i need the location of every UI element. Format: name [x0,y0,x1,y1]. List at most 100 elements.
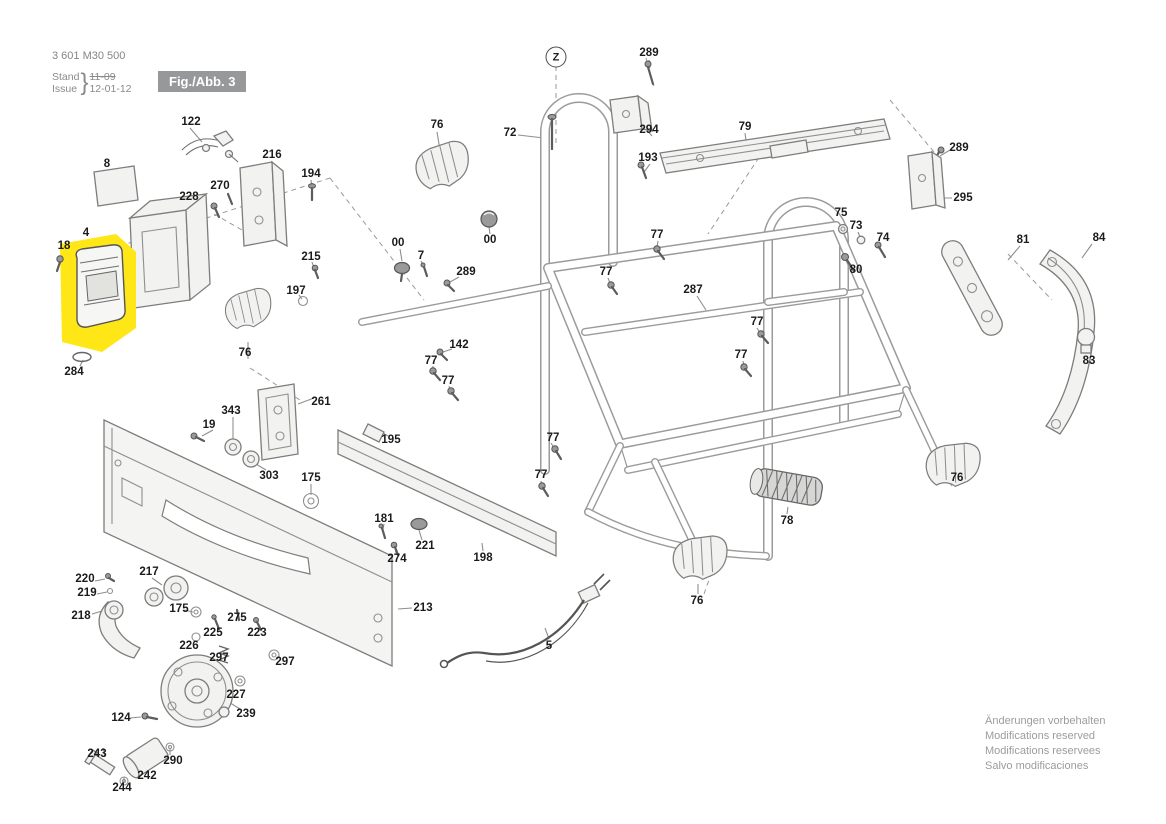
part-label-77: 77 [534,469,548,481]
part-label-244: 244 [112,782,132,794]
part-label-287: 287 [683,284,703,296]
footer-line-es: Salvo modificaciones [985,760,1089,772]
part-142-screw [436,348,449,362]
footer-line-de: Änderungen vorbehalten [985,715,1106,727]
part-19-screw [190,432,206,443]
part-18-screw [55,255,64,273]
part-label-4: 4 [82,227,90,239]
part-label-142: 142 [449,339,469,351]
figure-label: Fig./Abb. 3 [158,71,247,92]
foot-76-left [222,286,274,331]
part-label-8: 8 [103,158,111,170]
document-code: 3 601 M30 500 [52,50,126,62]
part-label-7: 7 [417,250,425,262]
part-label-193: 193 [638,152,658,164]
part-label-76: 76 [238,347,252,359]
part-197-washer [297,295,309,307]
part-label-19: 19 [202,419,216,431]
part-label-289: 289 [639,47,659,59]
part-00-knob-a [393,261,411,283]
part-175-washer-a [302,492,320,510]
part-label-228: 228 [179,191,199,203]
part-79-bar [659,118,891,174]
part-label-18: 18 [57,240,71,252]
part-84-arm [1039,249,1096,435]
part-274-screw [390,541,400,557]
part-198-rail [337,428,557,558]
part-4-highlighted-switch [60,234,136,352]
z-reference-marker: Z [545,46,567,68]
part-195-clip [362,423,385,443]
part-label-77: 77 [650,229,664,241]
part-label-261: 261 [311,396,331,408]
issue-label: Issue [52,83,78,95]
part-label-221: 221 [415,540,435,552]
part-label-76: 76 [690,595,704,607]
fasteners-75-73-74-80 [837,223,887,273]
part-194-screw [308,183,316,202]
revision-block: Stand Issue } 11-09 12-01-12 [52,69,132,96]
part-label-197: 197 [286,285,306,297]
part-label-5: 5 [545,640,553,652]
part-343-knob [224,438,242,456]
part-label-175: 175 [301,472,321,484]
part-label-79: 79 [738,121,752,133]
part-label-181: 181 [374,513,394,525]
part-72-bolt [547,113,557,151]
revision-brace: } [80,69,89,96]
part-label-76: 76 [430,119,444,131]
part-00-knob-b [480,210,498,228]
part-294-bracket [609,94,653,134]
part-label-290: 290 [163,755,183,767]
foot-76-right [924,440,982,489]
part-label-242: 242 [137,770,157,782]
part-label-297: 297 [209,652,229,664]
part-label-83: 83 [1082,355,1096,367]
part-label-75: 75 [834,207,848,219]
footer-line-fr: Modifications reservees [985,745,1101,757]
part-label-295: 295 [953,192,973,204]
part-label-294: 294 [639,124,659,136]
part-label-289: 289 [949,142,969,154]
part-label-220: 220 [75,573,95,585]
part-216-bracket [239,160,288,248]
part-78-roller [749,468,823,506]
part-label-77: 77 [599,266,613,278]
part-label-198: 198 [473,552,493,564]
part-7-pin [420,262,429,278]
part-290-ring [165,742,175,752]
part-label-77: 77 [424,355,438,367]
part-270-pin [226,192,234,206]
part-284-ring [72,351,92,363]
part-label-73: 73 [849,220,863,232]
part-5-cable [439,573,611,669]
part-label-297: 297 [275,656,295,668]
part-label-80: 80 [849,264,863,276]
part-label-122: 122 [181,116,201,128]
part-label-72: 72 [503,127,517,139]
part-label-74: 74 [876,232,890,244]
part-215-screw [311,264,320,280]
part-label-175: 175 [169,603,189,615]
part-label-195: 195 [381,434,401,446]
part-193-screw [637,161,648,180]
part-label-77: 77 [734,349,748,361]
part-244-nut [119,776,129,786]
part-label-218: 218 [71,610,91,622]
part-181-pin [378,523,387,540]
part-label-223: 223 [247,627,267,639]
part-label-225: 225 [203,627,223,639]
part-label-124: 124 [111,712,131,724]
part-label-84: 84 [1092,232,1106,244]
part-83-knob [1076,327,1096,354]
part-242-cylinder [122,737,169,779]
part-label-289: 289 [456,266,476,278]
part-label-270: 270 [210,180,230,192]
part-122-lever [181,130,239,163]
part-label-77: 77 [441,375,455,387]
part-81-plate [941,240,1003,336]
part-label-77: 77 [750,316,764,328]
frame-assembly-287 [358,93,942,561]
